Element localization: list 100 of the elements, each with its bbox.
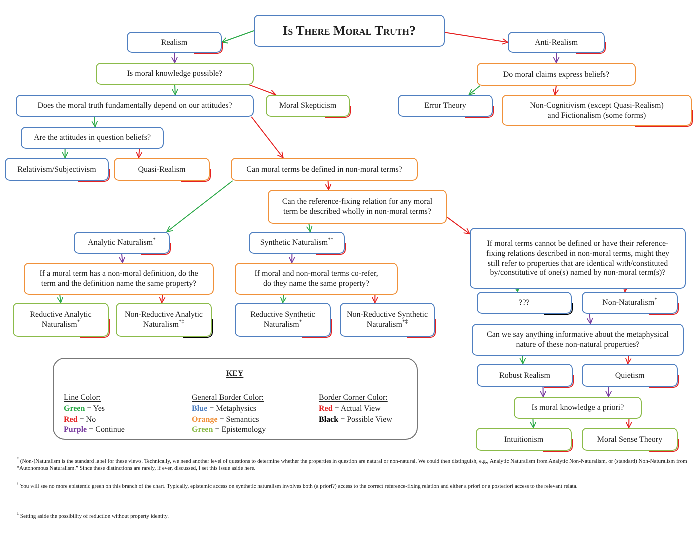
node-text: Can the reference-fixing relation for any moral term be described wholly in non-moral terms? bbox=[281, 197, 434, 217]
flow-box bbox=[472, 324, 684, 356]
legend-meaning: = No bbox=[78, 414, 96, 424]
flow-box bbox=[127, 32, 222, 53]
flow-box bbox=[582, 364, 678, 387]
arrow bbox=[280, 294, 287, 304]
node-text: Are the attitudes in question beliefs? bbox=[34, 133, 152, 143]
node-text: Is moral knowledge a priori? bbox=[532, 403, 624, 413]
node-text: Does the moral truth fundamentally depend on our attitudes? bbox=[38, 101, 232, 111]
node-text: Anti-Realism bbox=[534, 38, 578, 48]
arrow bbox=[444, 32, 508, 45]
key-column-heading: General Border Color: bbox=[192, 393, 264, 402]
key-column-heading: Border Corner Color: bbox=[319, 393, 388, 402]
arrow bbox=[625, 356, 632, 364]
legend-color-word: Red bbox=[319, 404, 333, 413]
flow-box bbox=[477, 364, 573, 387]
node-text: Do moral claims express beliefs? bbox=[503, 70, 610, 80]
arrow bbox=[136, 148, 143, 158]
flow-box bbox=[24, 263, 214, 295]
node-text: Non-Cognitivism (except Quasi-Realism) and Fictionalism (some forms) bbox=[529, 100, 665, 120]
flow-box bbox=[514, 397, 642, 419]
legend-meaning: = Actual View bbox=[334, 404, 381, 413]
arrow bbox=[626, 418, 632, 428]
legend-meaning: = Possible View bbox=[340, 414, 392, 424]
legend-meaning: = Yes bbox=[86, 404, 106, 413]
flow-box bbox=[582, 428, 678, 451]
arrow bbox=[166, 180, 234, 232]
legend-meaning: = Metaphysics bbox=[208, 404, 257, 413]
flow-box bbox=[114, 158, 210, 181]
legend-color-word: Green bbox=[64, 404, 86, 413]
node-text: Quietism bbox=[615, 370, 645, 380]
arrow bbox=[222, 30, 254, 44]
node-text: If moral and non-moral terms co-refer, do they name the same property? bbox=[254, 269, 380, 289]
flow-box bbox=[502, 95, 692, 126]
arrow bbox=[248, 84, 277, 96]
node-text: ??? bbox=[519, 298, 530, 308]
legend-meaning: = Continue bbox=[88, 425, 125, 434]
key-heading: KEY bbox=[225, 369, 245, 378]
legend-color-word: Red bbox=[64, 414, 78, 424]
arrow bbox=[520, 356, 526, 364]
flow-box bbox=[96, 63, 254, 85]
arrow bbox=[586, 314, 594, 324]
arrow bbox=[119, 254, 126, 264]
arrow bbox=[251, 116, 284, 158]
node-text: Relativism/Subjectivism bbox=[18, 164, 96, 174]
node-text: Robust Realism bbox=[500, 370, 550, 380]
flow-box bbox=[508, 32, 605, 53]
arrow bbox=[171, 52, 178, 64]
node-text: Non-Reductive Analytic Naturalism$^{*‡}$ bbox=[124, 310, 204, 330]
flow-box bbox=[16, 95, 254, 117]
arrow bbox=[159, 294, 166, 304]
arrow bbox=[325, 180, 332, 190]
flow-box bbox=[249, 232, 345, 254]
node-text: Reductive Analytic Naturalism$^{*}$ bbox=[29, 310, 93, 330]
legend-color-word: Black bbox=[319, 414, 339, 424]
flow-box bbox=[398, 95, 493, 117]
flow-box bbox=[470, 228, 686, 289]
arrow bbox=[540, 386, 547, 398]
flow-box bbox=[235, 263, 398, 295]
flow-box bbox=[74, 232, 170, 254]
node-text: Intuitionism bbox=[504, 434, 544, 444]
node-text: Reductive Synthetic Naturalism$^{*}$ bbox=[250, 310, 316, 330]
arrow bbox=[62, 148, 69, 158]
node-text: Is moral knowledge possible? bbox=[127, 69, 223, 79]
legend-color-word: Purple bbox=[64, 425, 88, 434]
node-text: Realism bbox=[161, 38, 188, 48]
arrow bbox=[468, 86, 481, 96]
arrow bbox=[446, 216, 470, 235]
arrow bbox=[530, 418, 537, 428]
legend-meaning: = Epistemology bbox=[214, 425, 266, 434]
node-text: Can moral terms be defined in non-moral terms? bbox=[246, 164, 402, 174]
legend-color-word: Blue bbox=[192, 404, 208, 413]
arrow bbox=[372, 294, 378, 304]
node-text: Synthetic Naturalism$^{*†}$ bbox=[260, 238, 334, 248]
flow-box bbox=[266, 95, 350, 117]
flow-box bbox=[582, 292, 678, 314]
node-text: Can we say anything informative about the metaphysical nature of these non-natural properties? bbox=[486, 330, 670, 350]
arrow bbox=[92, 116, 98, 128]
flow-box bbox=[477, 63, 636, 86]
arrow bbox=[57, 294, 64, 304]
arrow bbox=[306, 224, 313, 232]
arrow bbox=[553, 52, 560, 64]
legend-meaning: = Semantics bbox=[218, 414, 260, 424]
flow-box bbox=[116, 303, 212, 337]
title-box bbox=[254, 15, 445, 47]
node-text: Non-Reductive Synthetic Naturalism$^{*‡}$ bbox=[346, 310, 430, 330]
flow-box bbox=[235, 303, 331, 337]
arrow bbox=[172, 84, 178, 96]
legend-color-word: Green bbox=[192, 425, 214, 434]
node-text: Analytic Naturalism$^{*}$ bbox=[88, 238, 156, 248]
flow-box bbox=[268, 190, 447, 224]
flow-box bbox=[13, 303, 109, 337]
node-text: Moral Sense Theory bbox=[597, 434, 663, 444]
key-column-heading: Line Color: bbox=[64, 393, 102, 402]
flow-box bbox=[477, 292, 572, 314]
node-text: If moral terms cannot be defined or have their reference-fixing relations described in non-moral terms, might they still refer to properties that are identical with/constituted by/constitutive of one(s) named by non-moral term(s)? bbox=[485, 239, 671, 278]
arrow bbox=[552, 86, 560, 96]
arrow bbox=[606, 386, 612, 398]
node-text: Non-Naturalism$^{*}$ bbox=[602, 298, 658, 308]
flow-box bbox=[476, 428, 572, 451]
